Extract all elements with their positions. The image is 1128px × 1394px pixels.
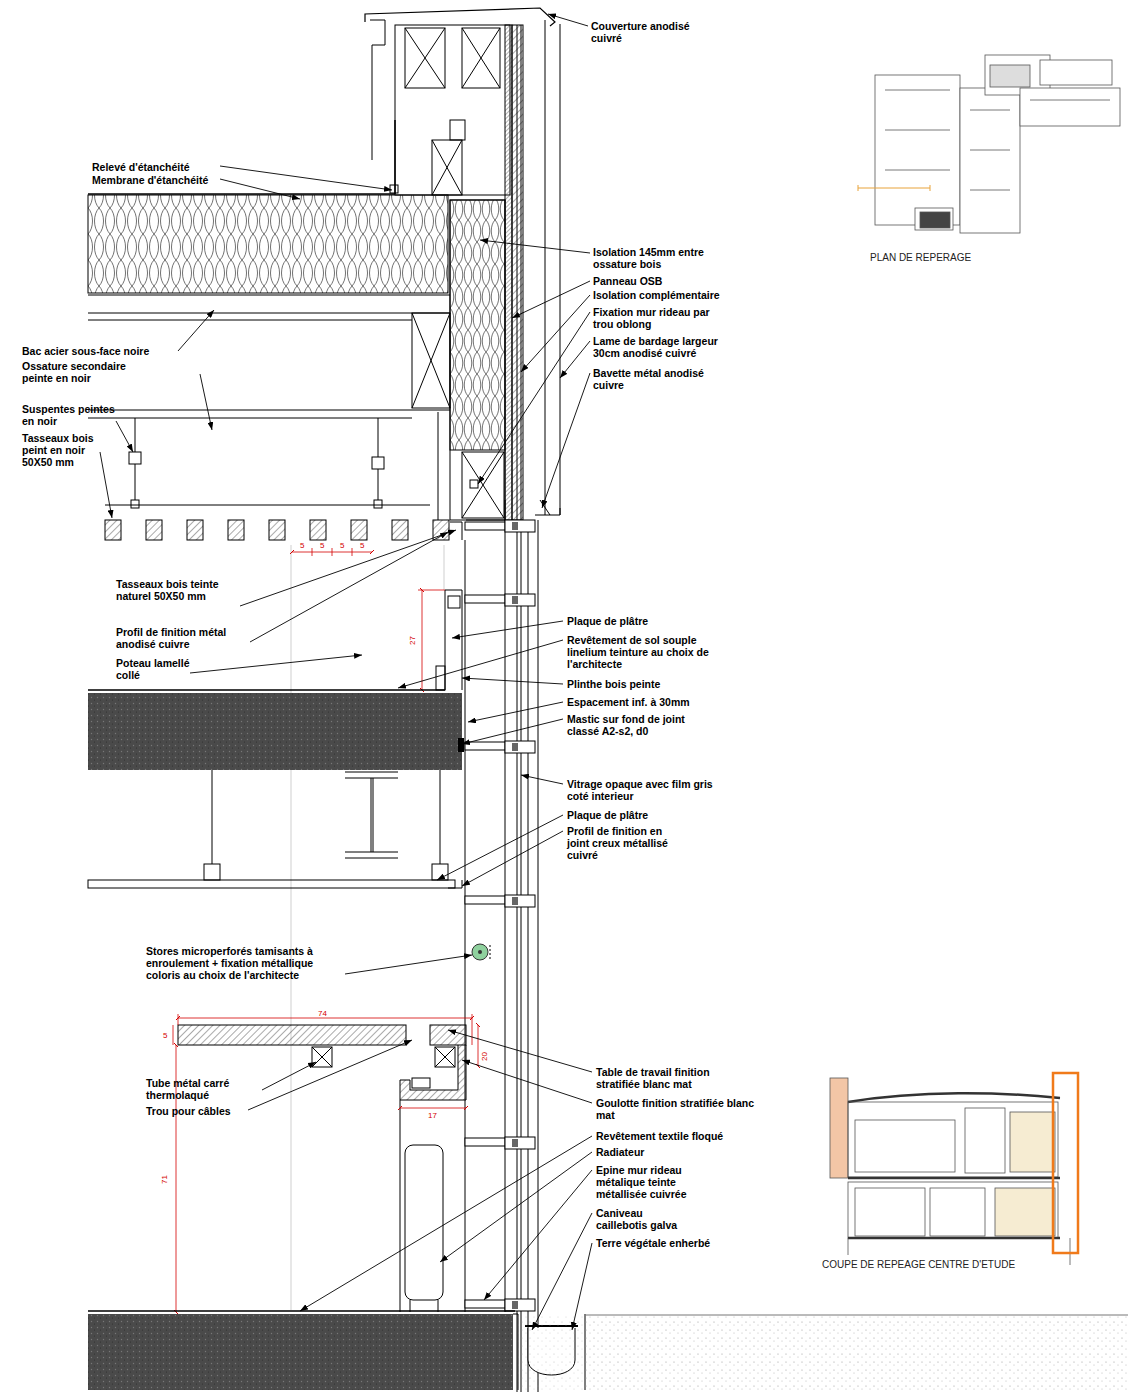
callout-label: Relevé d'étanchéité	[92, 161, 190, 173]
leader-line	[220, 166, 392, 190]
leader-line	[478, 312, 590, 484]
leader-line	[240, 530, 456, 606]
callout-label: Couverture anodisé cuivré	[591, 20, 701, 44]
callout-label: Suspentes peintes en noir	[22, 403, 117, 427]
callout-label: Ossature secondaire peinte en noir	[22, 360, 157, 384]
callout-label: Profil de finition en joint creux métall…	[567, 825, 672, 861]
dimension: 20	[480, 1052, 489, 1061]
leader-line	[440, 1152, 592, 1262]
callout-label: Vitrage opaque avec film gris coté inter…	[567, 778, 722, 802]
callout-label: Profil de finition métal anodisé cuivre	[116, 626, 246, 650]
leader-line	[190, 655, 362, 673]
callout-label: Revêtement textile floqué	[596, 1130, 723, 1142]
leader-line	[220, 179, 300, 199]
callout-label: Revêtement de sol souple linelium teintu…	[567, 634, 732, 670]
callout-label: Stores microperforés tamisants à enroule…	[146, 945, 346, 981]
leader-line	[345, 955, 472, 974]
leader-line	[462, 678, 563, 684]
callout-label: Epine mur rideau métalique teinte métall…	[596, 1164, 721, 1200]
callout-label: Isolation complémentaire	[593, 289, 720, 301]
leader-line	[250, 532, 448, 642]
dimension: 71	[160, 1175, 169, 1184]
leader-line	[572, 1243, 592, 1330]
view-title: PLAN DE REPERAGE	[870, 252, 971, 264]
leader-line	[100, 452, 112, 518]
dimension: 5	[360, 541, 364, 550]
leader-line	[560, 341, 590, 378]
leader-line	[200, 374, 212, 430]
leader-line	[300, 1136, 592, 1311]
leader-line	[512, 281, 590, 318]
callout-label: Caniveau caillebotis galva	[596, 1207, 696, 1231]
callout-label: Espacement inf. à 30mm	[567, 696, 690, 708]
callout-label: Poteau lamellé collé	[116, 657, 201, 681]
dimension: 5	[163, 1031, 167, 1040]
leader-line	[448, 1030, 592, 1072]
callout-label: Tube métal carré thermolaqué	[146, 1077, 266, 1101]
leader-line	[468, 702, 563, 722]
callout-label: Plinthe bois peinte	[567, 678, 660, 690]
dimension: 5	[300, 541, 304, 550]
callout-label: Lame de bardage largeur 30cm anodisé cui…	[593, 335, 728, 359]
dimension: 5	[320, 541, 324, 550]
leader-line	[521, 775, 563, 784]
leader-line	[462, 1060, 592, 1103]
leader-line	[437, 815, 563, 880]
callout-label: Panneau OSB	[593, 275, 662, 287]
callout-label: Terre végétale enherbé	[596, 1237, 710, 1249]
leader-line	[542, 373, 590, 508]
dimension: 17	[428, 1111, 437, 1120]
callout-label: Tasseaux bois peint en noir 50X50 mm	[22, 432, 110, 468]
callout-label: Bavette métal anodisé cuivre	[593, 367, 718, 391]
dimension: 74	[318, 1009, 327, 1018]
callout-label: Radiateur	[596, 1146, 644, 1158]
leader-line	[480, 240, 590, 253]
dimension: 5	[340, 541, 344, 550]
leader-line	[398, 640, 563, 688]
leader-line	[452, 621, 563, 638]
leader-line	[116, 421, 133, 452]
callout-label: Plaque de plâtre	[567, 809, 648, 821]
callout-label: Isolation 145mm entre ossature bois	[593, 246, 723, 270]
callout-label: Mastic sur fond de joint classé A2-s2, d…	[567, 713, 712, 737]
view-title: COUPE DE REPEAGE CENTRE D'ETUDE	[822, 1259, 1015, 1271]
callout-label: Plaque de plâtre	[567, 615, 648, 627]
leader-line	[262, 1062, 316, 1090]
leader-line	[178, 310, 214, 351]
leader-line	[521, 295, 590, 372]
leader-line	[462, 831, 563, 886]
callout-label: Bac acier sous-face noire	[22, 345, 149, 357]
leader-line	[248, 1040, 412, 1110]
callout-label: Membrane d'étanchéité	[92, 174, 208, 186]
callout-label: Table de travail finition stratifiée bla…	[596, 1066, 736, 1090]
leader-line	[484, 1170, 592, 1300]
leader-line	[532, 1213, 592, 1330]
leader-line	[462, 719, 563, 744]
dimension: 27	[408, 636, 417, 645]
callout-label: Fixation mur rideau par trou oblong	[593, 306, 733, 330]
callout-label: Goulotte finition stratifiée blanc mat	[596, 1097, 771, 1121]
callout-label: Trou pour câbles	[146, 1105, 231, 1117]
callout-label: Tasseaux bois teinte naturel 50X50 mm	[116, 578, 236, 602]
leader-line	[548, 14, 588, 26]
